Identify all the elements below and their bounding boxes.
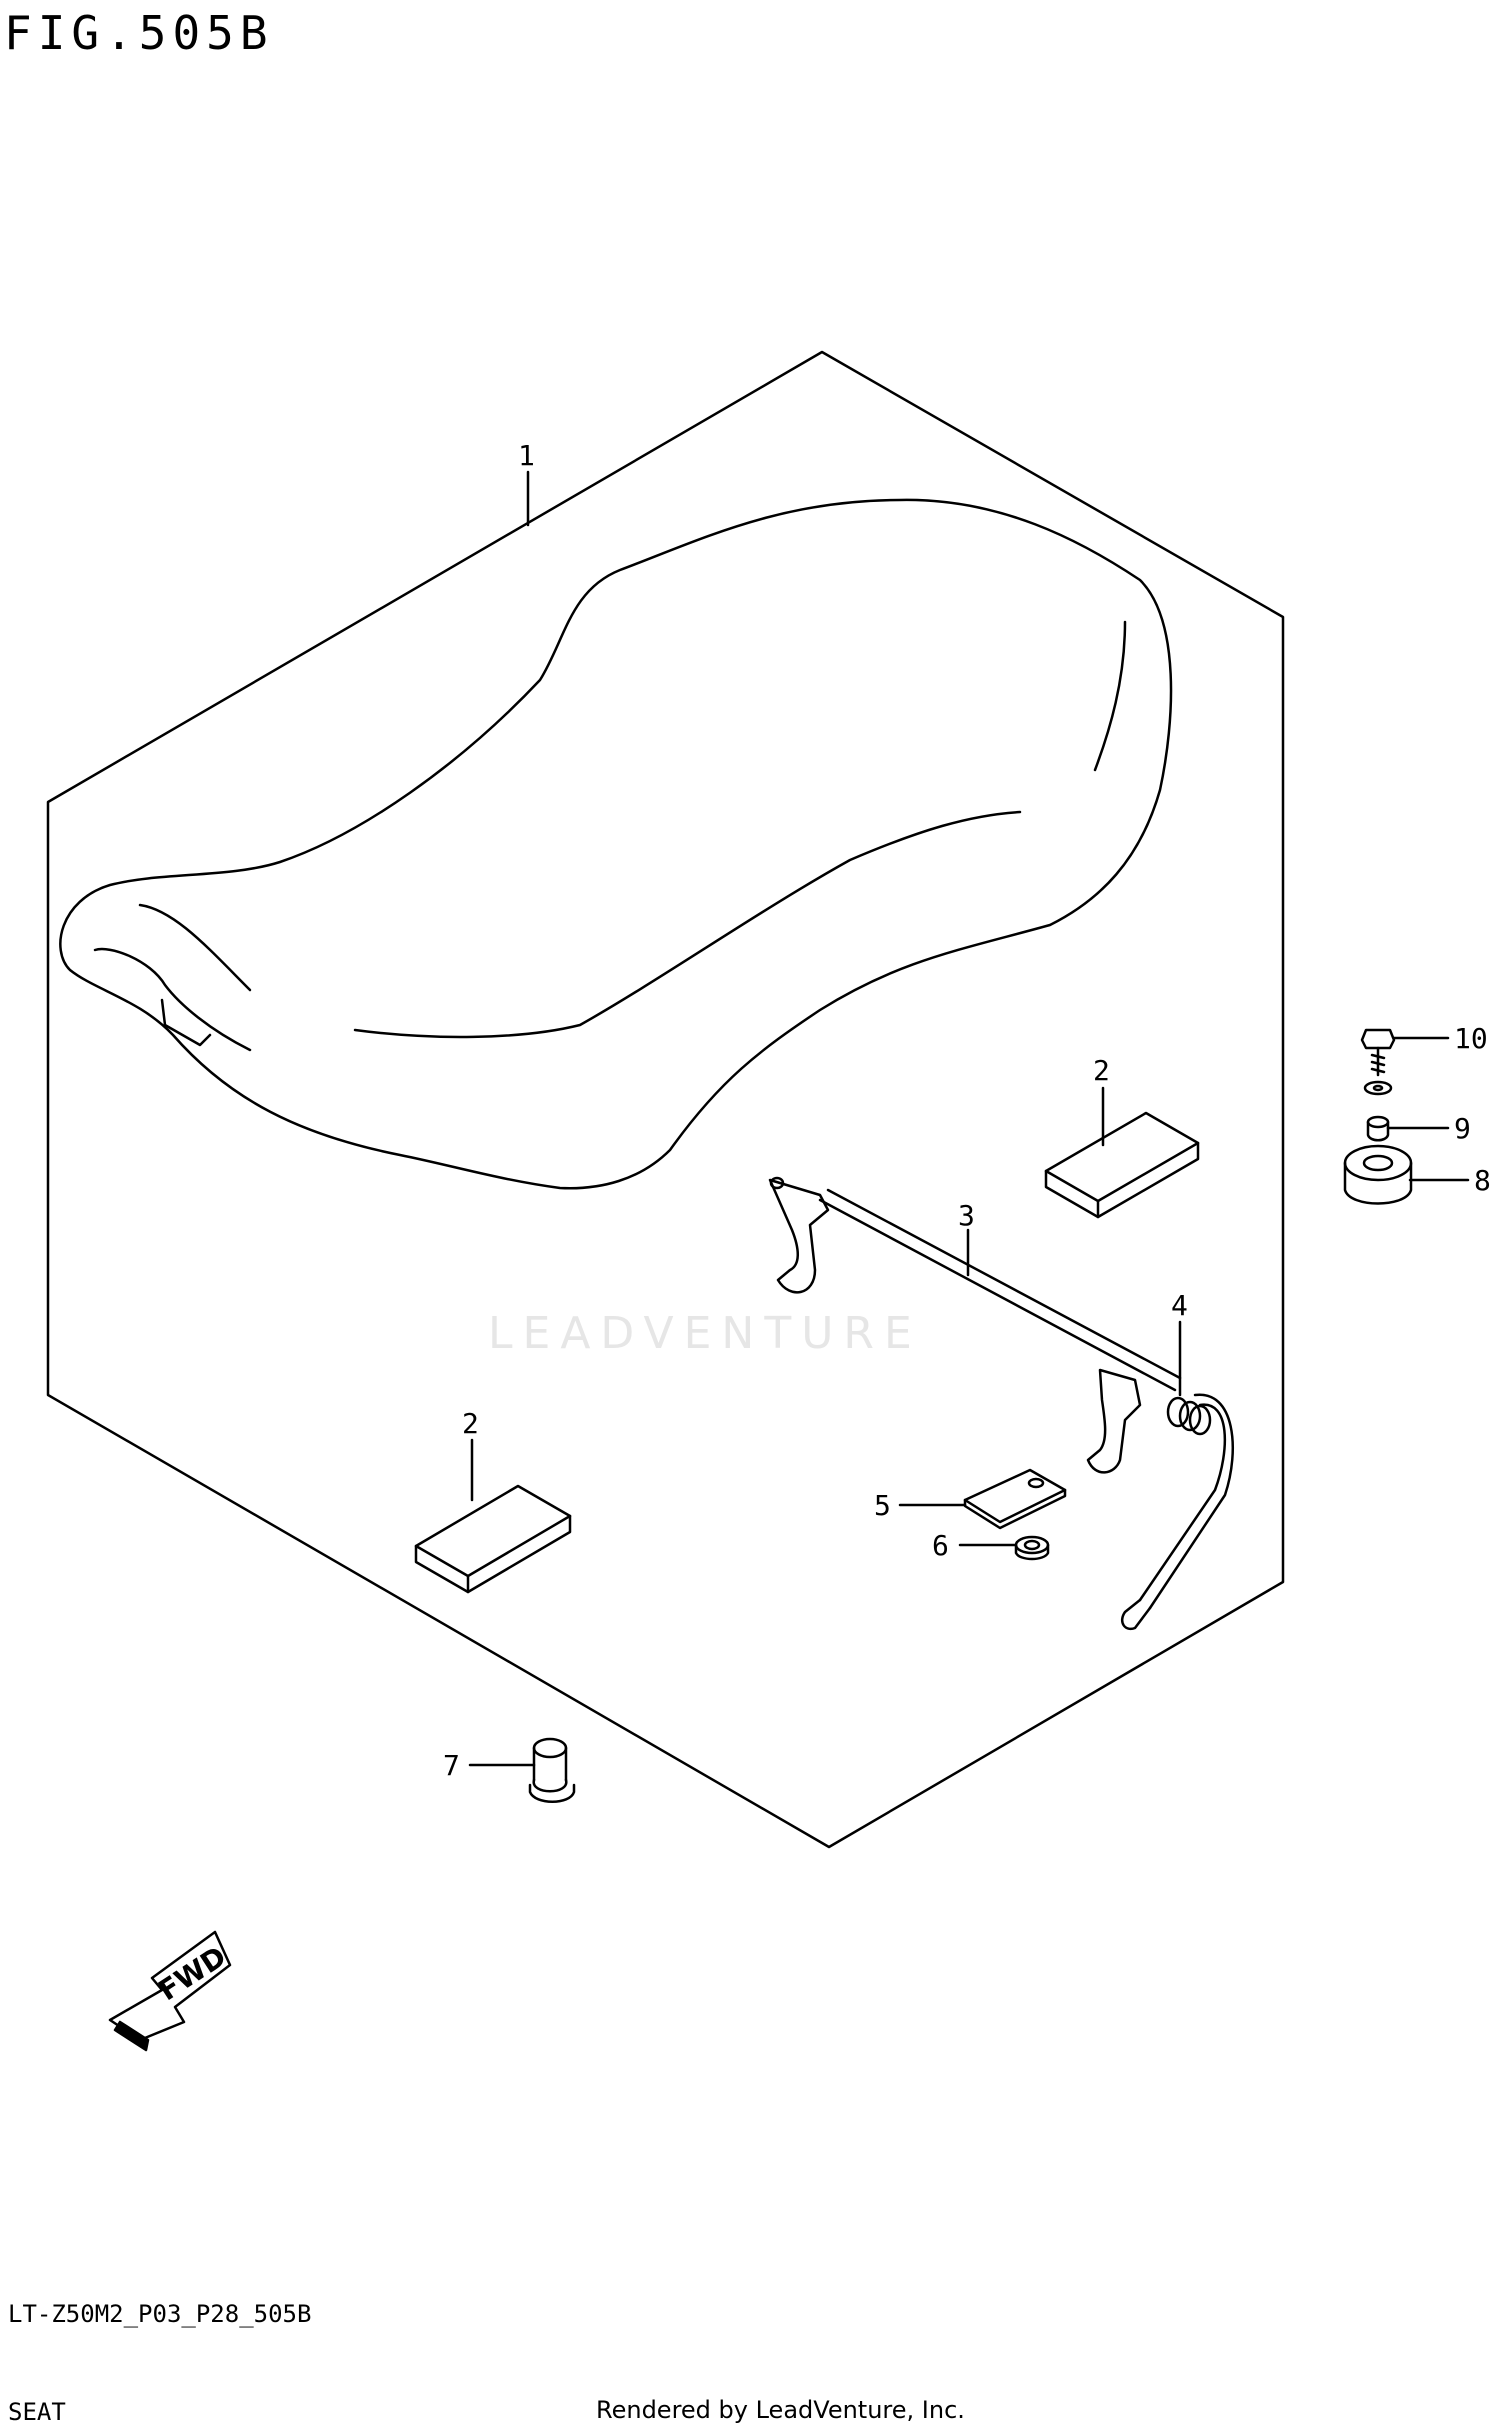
plate-part — [963, 1468, 1067, 1530]
callout-3: 3 — [958, 1199, 975, 1232]
leader-lines — [468, 470, 1470, 1767]
bolt-part — [1360, 1028, 1396, 1096]
latch-part — [1120, 1393, 1234, 1631]
assembly-outline — [46, 350, 1285, 1849]
callout-2-left: 2 — [462, 1407, 479, 1440]
callout-6: 6 — [932, 1529, 949, 1562]
seat-part — [59, 498, 1173, 1190]
model-code: LT-Z50M2_P03_P28_505B — [8, 2300, 312, 2328]
callout-8: 8 — [1474, 1164, 1491, 1197]
pad-part-left — [414, 1484, 572, 1594]
watermark-text: LEADVENTURE — [488, 1308, 922, 1359]
cushion-part — [1343, 1144, 1413, 1205]
callout-7: 7 — [443, 1749, 460, 1782]
callout-5: 5 — [874, 1489, 891, 1522]
section-name: SEAT — [8, 2398, 66, 2426]
figure-title: FIG.505B — [4, 6, 274, 60]
callout-1: 1 — [518, 439, 535, 472]
collar-part — [1366, 1115, 1390, 1142]
rod-part — [768, 1176, 1182, 1474]
callout-9: 9 — [1454, 1112, 1471, 1145]
callout-10: 10 — [1454, 1022, 1488, 1055]
pad-part-right — [1044, 1111, 1200, 1219]
stopper-part — [528, 1737, 576, 1803]
callout-2-right: 2 — [1093, 1054, 1110, 1087]
fwd-arrow-icon — [108, 1930, 232, 2052]
rendered-by-credit: Rendered by LeadVenture, Inc. — [596, 2396, 965, 2424]
nut-part — [1014, 1535, 1050, 1561]
callout-4: 4 — [1171, 1289, 1188, 1322]
